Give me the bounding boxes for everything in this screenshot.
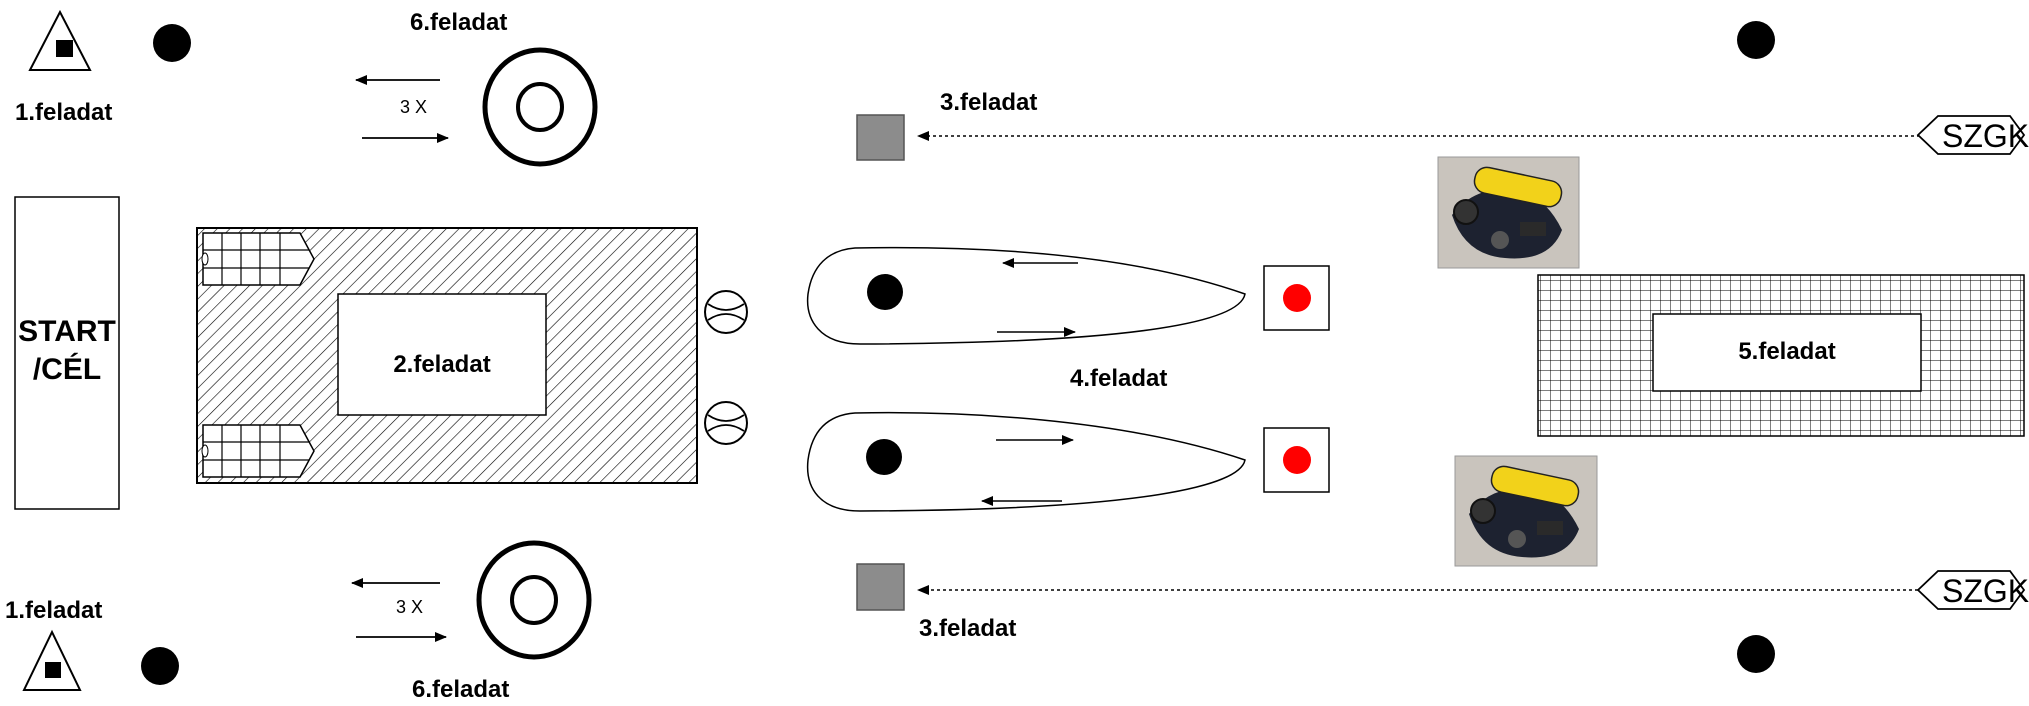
red-target-bottom — [1263, 427, 1330, 493]
post-dot-icon — [866, 439, 902, 475]
vehicle-szgk-icon-bottom: SZGK — [1916, 570, 2029, 610]
cone-icon-bottom — [22, 629, 82, 691]
task6-top-label: 6.feladat — [410, 9, 507, 36]
task1-bottom-label: 1.feladat — [5, 597, 102, 624]
task4-lane-bottom — [806, 411, 1246, 512]
breathing-apparatus-photo-bottom — [1454, 455, 1598, 567]
task6-bottom-label: 6.feladat — [412, 676, 509, 701]
breathing-apparatus-photo-top — [1437, 156, 1580, 269]
post-dot-icon — [1737, 21, 1775, 59]
grey-target-box-bottom — [856, 563, 905, 611]
task5-area: 5.feladat — [1537, 274, 2025, 437]
task3-top-label: 3.feladat — [940, 89, 1037, 116]
tire-icon-top — [482, 47, 598, 167]
hose-roll-icon — [704, 290, 748, 334]
hose-roll-icon — [704, 401, 748, 445]
post-dot-icon — [141, 647, 179, 685]
task2-area: 2.feladat — [196, 227, 698, 484]
grey-target-box-top — [856, 114, 905, 161]
ladder-icon-top — [201, 232, 315, 286]
tire-icon-bottom — [476, 540, 592, 660]
task4-label: 4.feladat — [1070, 365, 1167, 392]
post-dot-icon — [153, 24, 191, 62]
task3-bottom-label: 3.feladat — [919, 615, 1016, 642]
task1-top-label: 1.feladat — [15, 99, 112, 126]
cel-label: /CÉL — [33, 352, 101, 386]
post-dot-icon — [867, 274, 903, 310]
ladder-icon-bottom — [201, 424, 315, 478]
szgk-top-label: SZGK — [1942, 118, 2029, 154]
cone-icon-top — [28, 9, 92, 71]
task4-lane-top — [806, 246, 1246, 345]
start-label: START — [18, 315, 116, 348]
szgk-bottom-label: SZGK — [1942, 573, 2029, 609]
start-finish-box: START /CÉL — [14, 196, 120, 510]
task2-label: 2.feladat — [393, 351, 490, 378]
red-target-top — [1263, 265, 1330, 331]
post-dot-icon — [1737, 635, 1775, 673]
task5-label: 5.feladat — [1738, 338, 1835, 365]
times-bottom-label: 3 X — [396, 597, 423, 617]
vehicle-szgk-icon-top: SZGK — [1916, 115, 2029, 155]
times-top-label: 3 X — [400, 97, 427, 117]
